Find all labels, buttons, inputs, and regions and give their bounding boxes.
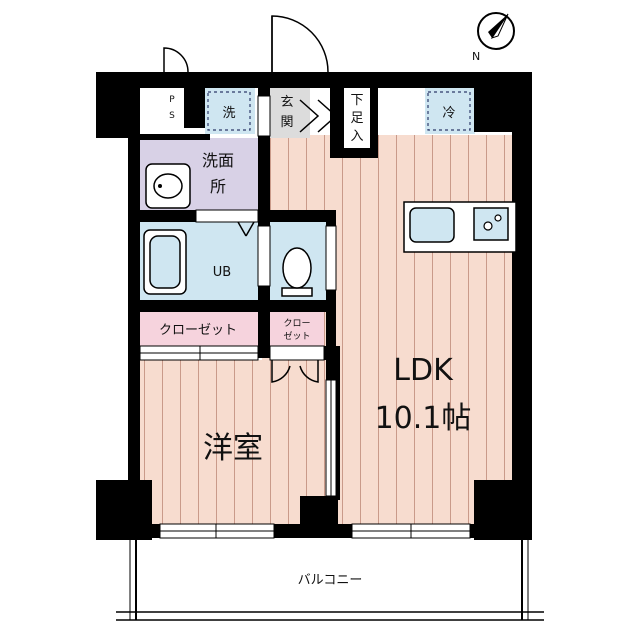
closet-small-label-1: クロー [283, 318, 310, 329]
entrance-label-2: 関 [280, 115, 293, 130]
closet-large-label: クローゼット [159, 323, 237, 338]
balcony [116, 538, 544, 621]
ldk-label: LDK [393, 353, 454, 388]
washer-label: 洗 [222, 106, 235, 121]
washer-outline [207, 91, 251, 131]
western-room-label: 洋室 [203, 431, 263, 466]
kitchen-counter-icon [403, 201, 517, 253]
shoe-box-char-3: 入 [350, 129, 363, 144]
compass-label: N [472, 50, 480, 63]
doors [163, 15, 338, 383]
bathtub-icon [143, 229, 187, 295]
balcony-label: バルコニー [298, 573, 363, 588]
compass-icon: N [472, 12, 515, 63]
shoe-box-char-1: 下 [350, 93, 363, 108]
western-room-floor [140, 360, 328, 528]
washroom-label-2: 所 [210, 177, 226, 196]
closet-small-floor [270, 312, 324, 346]
fridge-label: 冷 [442, 106, 455, 121]
pipe-space [160, 88, 184, 128]
fridge-outline [427, 91, 471, 131]
shoe-box-char-2: 足 [350, 111, 363, 126]
washroom-label-1: 洗面 [202, 151, 234, 170]
windows [139, 95, 471, 539]
fridge-space [425, 88, 475, 134]
entrance-label-1: 玄 [280, 95, 293, 110]
unit-bath-label: UB [213, 265, 231, 280]
toilet-icon [281, 247, 313, 297]
washbasin-icon [145, 163, 191, 209]
pipe-space-char-1: P [169, 95, 175, 105]
closet-small-label-2: ゼット [283, 330, 310, 342]
ldk-size-label: 10.1帖 [375, 401, 472, 436]
pipe-space-char-2: S [169, 111, 175, 121]
washer-space [205, 88, 255, 134]
closet-large-floor [140, 312, 258, 346]
